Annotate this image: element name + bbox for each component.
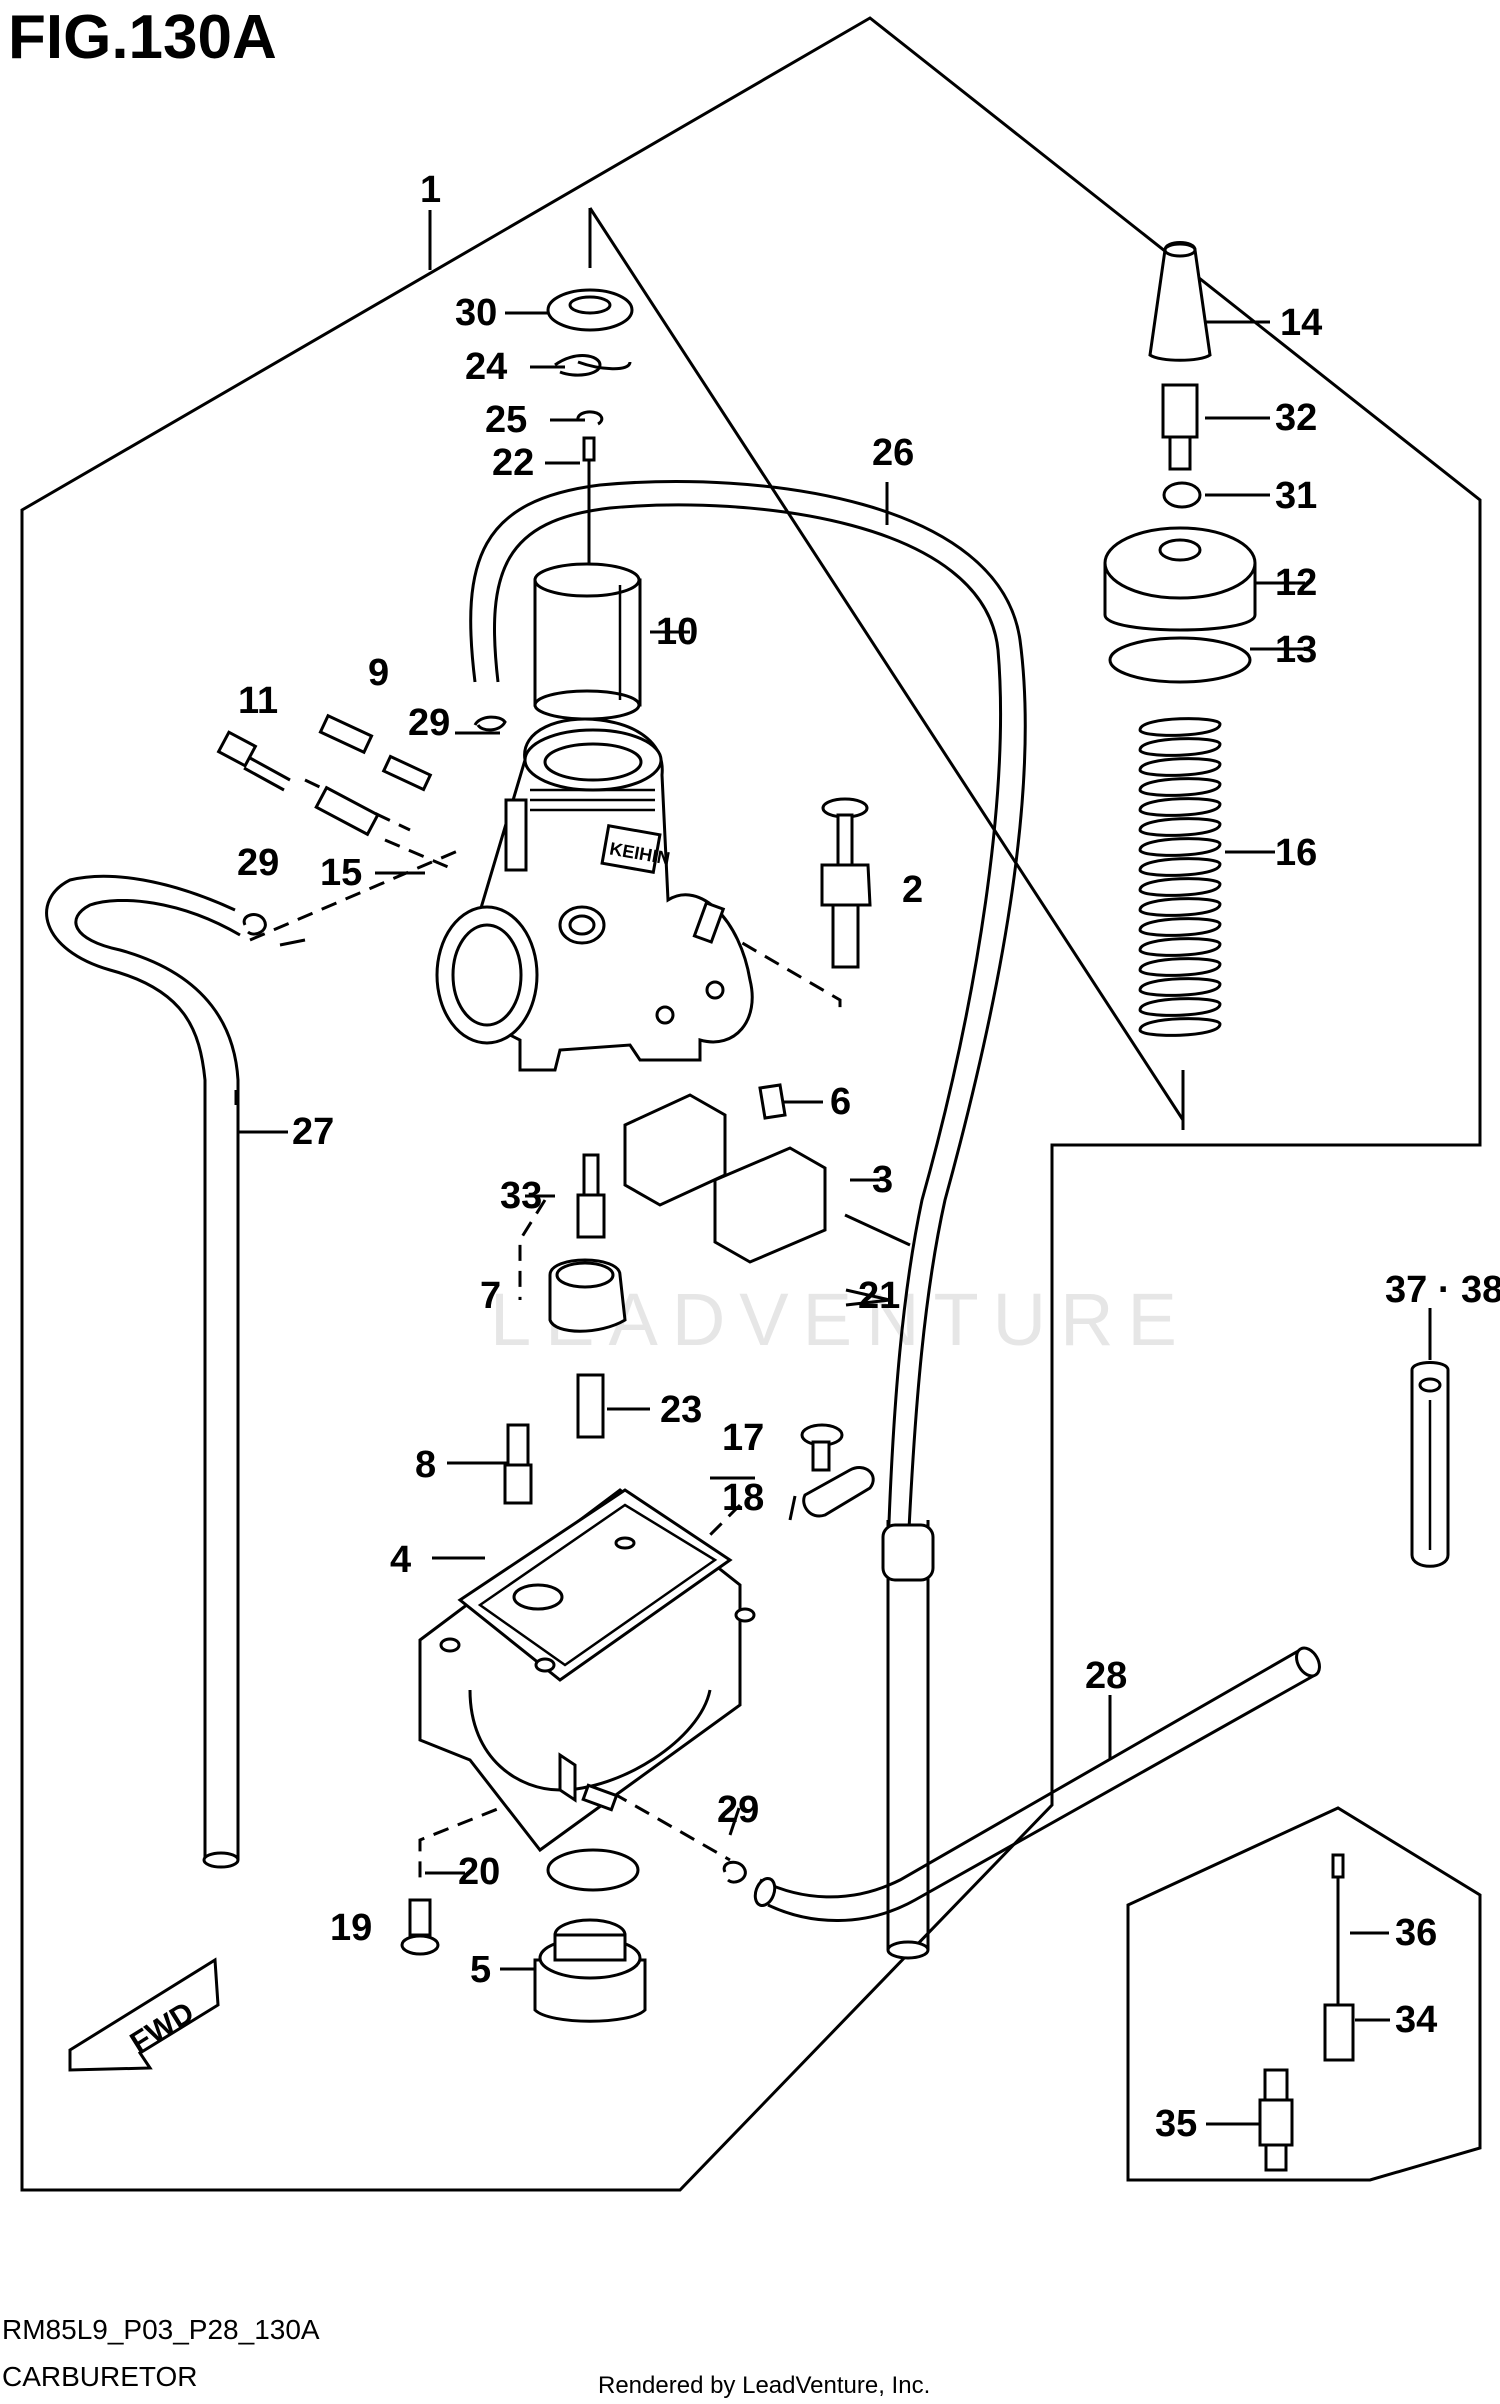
callout-31: 31	[1275, 475, 1317, 517]
callout-5: 5	[470, 1949, 491, 1991]
callout-26: 26	[872, 432, 914, 474]
callout-6: 6	[830, 1081, 851, 1123]
part-35-jet	[1258, 2068, 1294, 2172]
callout-29-c: 29	[717, 1789, 759, 1831]
callout-15: 15	[320, 852, 362, 894]
part-29-clamp-c	[722, 1860, 747, 1884]
callout-37-38: 37 · 38	[1385, 1269, 1500, 1311]
part-33-needle-jet	[576, 1153, 606, 1239]
callout-13: 13	[1275, 629, 1317, 671]
part-26-tube	[881, 1520, 935, 1960]
part-30-seal	[546, 288, 634, 332]
callout-11: 11	[238, 680, 278, 722]
callout-28: 28	[1085, 1655, 1127, 1697]
callout-3: 3	[872, 1159, 893, 1201]
part-34-jet	[1323, 2003, 1355, 2062]
part-2-stop-screw	[820, 797, 872, 969]
callout-35: 35	[1155, 2103, 1197, 2145]
callout-29-b: 29	[408, 702, 450, 744]
part-12-top-cap	[1103, 526, 1257, 632]
callout-16: 16	[1275, 832, 1317, 874]
part-27-hose	[45, 874, 236, 1860]
part-22-jet-needle	[582, 436, 596, 578]
part-3-float	[623, 1093, 827, 1264]
part-7-holder	[548, 1258, 627, 1333]
callout-22: 22	[492, 442, 534, 484]
part-27-end	[202, 1851, 240, 1869]
callout-1: 1	[420, 169, 441, 211]
callout-leaders	[234, 207, 1432, 2126]
part-8-slow-jet	[503, 1423, 533, 1505]
part-19-screw	[400, 1898, 440, 1956]
part-23-jet	[576, 1373, 605, 1439]
part-14-boot	[1148, 241, 1212, 362]
callout-8: 8	[415, 1444, 436, 1486]
part-10-throttle-valve	[533, 562, 642, 721]
part-28-hose	[753, 1646, 1321, 1922]
part-17-screw	[800, 1423, 844, 1472]
callout-36: 36	[1395, 1912, 1437, 1954]
callout-14: 14	[1280, 302, 1322, 344]
part-16-spring	[1138, 717, 1222, 1037]
figure-title: FIG.130A	[8, 3, 277, 72]
callout-10: 10	[656, 611, 698, 653]
part-13-o-ring	[1108, 636, 1252, 684]
callout-9: 9	[368, 652, 389, 694]
part-29-clamp-a	[242, 913, 267, 936]
part-4-float-bowl	[418, 1488, 756, 1853]
callout-32: 32	[1275, 397, 1317, 439]
part-25-eclip	[576, 410, 604, 426]
part-20-o-ring	[546, 1848, 640, 1892]
fwd-arrow-icon: FWD	[68, 1957, 220, 2072]
part-21-float-pin	[844, 1213, 911, 1247]
callout-25: 25	[485, 399, 527, 441]
part-5-plug	[533, 1918, 647, 2023]
part-31-nut	[1162, 481, 1202, 509]
callout-27: 27	[292, 1111, 334, 1153]
callout-21: 21	[858, 1275, 900, 1317]
callout-23: 23	[660, 1389, 702, 1431]
callout-24: 24	[465, 346, 507, 388]
subkit-outline	[1126, 1806, 1482, 2182]
callout-17: 17	[722, 1417, 764, 1459]
part-11-screw	[216, 730, 291, 792]
callout-19: 19	[330, 1907, 372, 1949]
part-26-hose	[469, 480, 1027, 1551]
callout-numbers: 1 2 3 4 5 6 7 8 9 10 11 12 13 14 15 16 1…	[237, 169, 1500, 2145]
callout-20: 20	[458, 1851, 500, 1893]
part-18-bracket	[802, 1466, 875, 1518]
part-36-needle	[1331, 1853, 1345, 2005]
callout-30: 30	[455, 292, 497, 334]
carburetor-body: KEIHIN	[435, 717, 754, 1072]
callout-34: 34	[1395, 1999, 1437, 2041]
part-24-clip	[554, 354, 632, 377]
diagram-name: CARBURETOR	[2, 2361, 198, 2392]
part-32-adjuster	[1161, 383, 1199, 471]
part-26-hose-edge	[492, 503, 1002, 1551]
part-9-air-screw	[318, 713, 433, 792]
part-37-38-strap	[1410, 1361, 1450, 1568]
part-6-pin	[758, 1083, 787, 1120]
callout-12: 12	[1275, 562, 1317, 604]
part-27-hose-edge	[74, 898, 241, 1860]
callout-4: 4	[390, 1539, 411, 1581]
callout-2: 2	[902, 869, 923, 911]
rendered-by: Rendered by LeadVenture, Inc.	[598, 2372, 930, 2399]
callout-29-a: 29	[237, 842, 279, 884]
callout-18: 18	[722, 1477, 764, 1519]
callout-7: 7	[480, 1275, 501, 1317]
part-29-clamp-b	[473, 715, 507, 732]
callout-33: 33	[500, 1175, 542, 1217]
diagram-code: RM85L9_P03_P28_130A	[2, 2314, 320, 2345]
part-15-spring	[314, 785, 380, 837]
assembly-outline	[20, 16, 1482, 2192]
